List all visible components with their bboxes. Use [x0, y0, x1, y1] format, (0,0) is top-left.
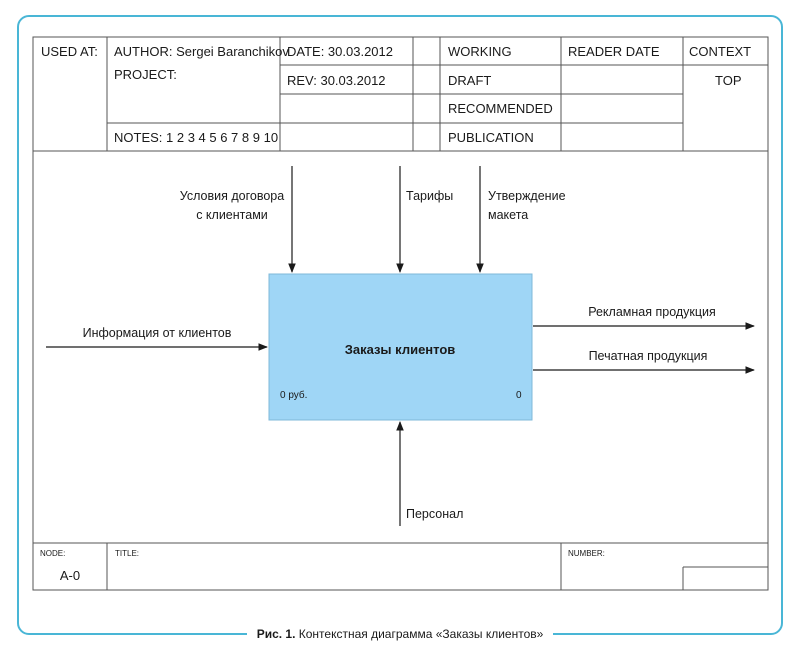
function-box-rect[interactable] — [268, 273, 533, 421]
footer-block: NODE: A-0 TITLE: NUMBER: — [33, 542, 768, 590]
control-arrow-approval[interactable]: Утверждение макета — [476, 166, 566, 273]
control-label-approval-2: макета — [488, 208, 528, 222]
control-label-contract-2: с клиентами — [196, 208, 268, 222]
output-label-printed: Печатная продукция — [589, 349, 708, 363]
node-label: NODE: — [40, 549, 65, 558]
output-arrow-printed[interactable]: Печатная продукция — [533, 349, 755, 374]
function-box[interactable]: Заказы клиентов 0 руб. 0 — [268, 273, 533, 421]
rev-label: REV: 30.03.2012 — [287, 73, 386, 88]
used-at-label: USED AT: — [41, 44, 98, 59]
caption-text: Контекстная диаграмма «Заказы клиентов» — [298, 627, 544, 641]
control-label-tariffs: Тарифы — [406, 189, 453, 203]
output-label-advertising: Рекламная продукция — [588, 305, 716, 319]
context-label: CONTEXT — [689, 44, 751, 59]
reader-date-label: READER DATE — [568, 44, 660, 59]
drawing-sheet — [32, 36, 769, 591]
control-arrow-tariffs[interactable]: Тарифы — [396, 166, 453, 273]
title-label: TITLE: — [115, 549, 139, 558]
context-value: TOP — [715, 73, 742, 88]
number-label: NUMBER: — [568, 549, 605, 558]
function-box-number: 0 — [516, 390, 522, 401]
input-arrow[interactable]: Информация от клиентов — [46, 326, 268, 351]
mechanism-arrow[interactable]: Персонал — [396, 421, 463, 526]
status-publication: PUBLICATION — [448, 130, 534, 145]
status-working: WORKING — [448, 44, 512, 59]
status-recommended: RECOMMENDED — [448, 101, 553, 116]
notes-label: NOTES: 1 2 3 4 5 6 7 8 9 10 — [114, 130, 278, 145]
output-arrow-advertising[interactable]: Рекламная продукция — [533, 305, 755, 330]
date-label: DATE: 30.03.2012 — [287, 44, 393, 59]
project-label: PROJECT: — [114, 67, 177, 82]
caption-prefix: Рис. 1. — [256, 627, 296, 641]
control-label-contract-1: Условия договора — [180, 189, 284, 203]
mechanism-label: Персонал — [406, 507, 463, 521]
figure-caption: Рис. 1. Контекстная диаграмма «Заказы кл… — [0, 627, 800, 641]
function-box-title: Заказы клиентов — [345, 342, 456, 357]
header-block: USED AT: AUTHOR: Sergei Baranchikov PROJ… — [33, 37, 768, 152]
control-label-approval-1: Утверждение — [488, 189, 566, 203]
node-value: A-0 — [60, 568, 80, 583]
status-draft: DRAFT — [448, 73, 491, 88]
control-arrow-contract[interactable]: Условия договора с клиентами — [180, 166, 296, 273]
author-label: AUTHOR: Sergei Baranchikov — [114, 44, 289, 59]
input-label: Информация от клиентов — [83, 326, 232, 340]
function-box-cost: 0 руб. — [280, 389, 307, 401]
